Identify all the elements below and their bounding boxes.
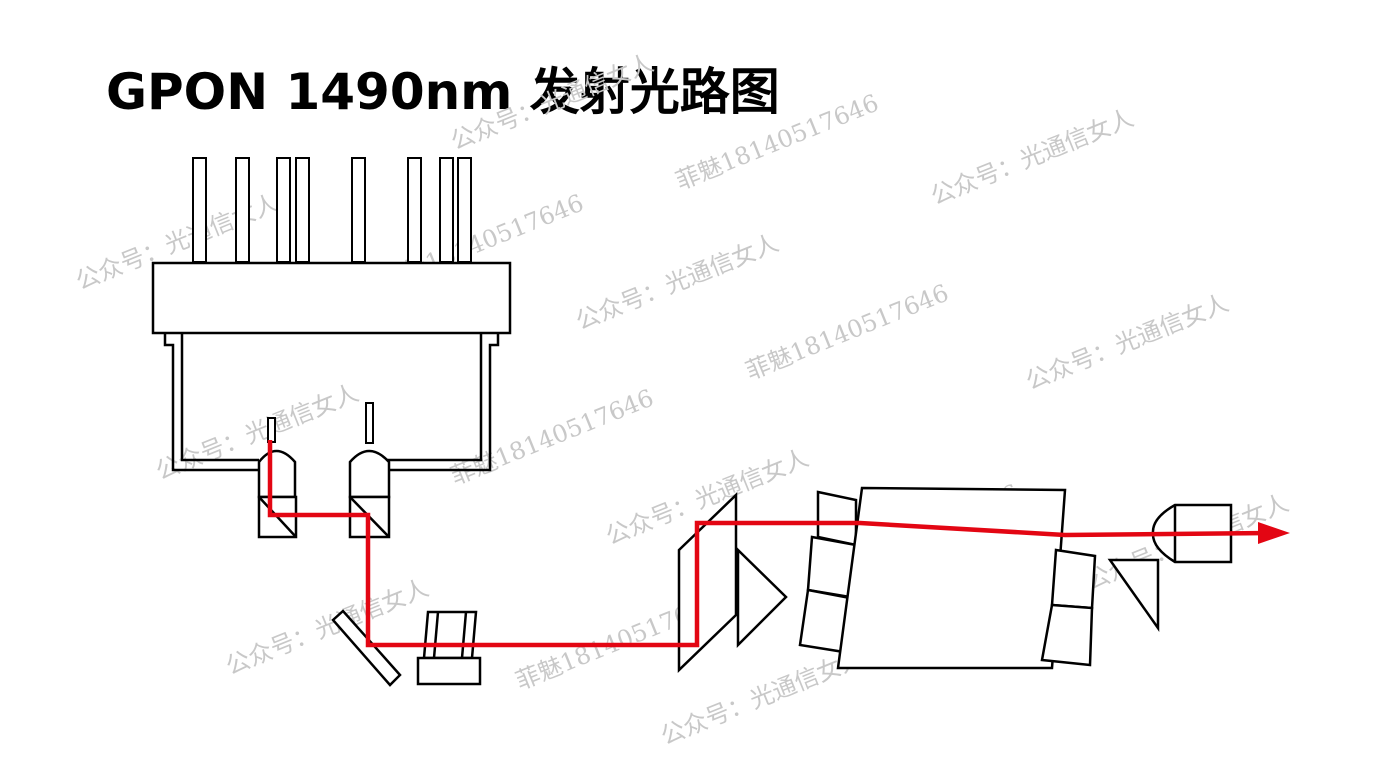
beam-arrowhead xyxy=(1258,522,1290,544)
package-pins xyxy=(192,157,472,263)
optical-beam xyxy=(267,440,1290,648)
watermark: 公众号：光通信女人 xyxy=(222,574,433,681)
watermark: 公众号：光通信女人 xyxy=(1022,289,1233,396)
folding-mirror xyxy=(331,609,402,687)
left-lens-prism xyxy=(257,449,298,539)
output-prism xyxy=(1107,558,1160,632)
isolator-right-segments xyxy=(1040,548,1097,667)
triangle-prism xyxy=(736,547,788,649)
package-housing xyxy=(163,333,500,472)
watermark: 菲魅18140517646 xyxy=(672,89,883,196)
package-header xyxy=(151,261,512,335)
watermark: 公众号：光通信女人 xyxy=(927,104,1138,211)
watermark: 菲魅18140517646 xyxy=(447,384,658,491)
wedge-prism xyxy=(677,492,738,673)
isolator-body xyxy=(836,486,1067,670)
watermark: 公众号：光通信女人 xyxy=(572,229,783,336)
filter-block xyxy=(416,610,482,686)
laser-chip xyxy=(267,417,276,443)
diagram-title: GPON 1490nm 发射光路图 xyxy=(106,63,780,121)
watermark: 菲魅18140517646 xyxy=(742,279,953,386)
watermark: 公众号：光通信女人 xyxy=(447,49,658,156)
isolator-left-segments xyxy=(798,490,858,654)
photodiode-chip xyxy=(365,402,374,444)
